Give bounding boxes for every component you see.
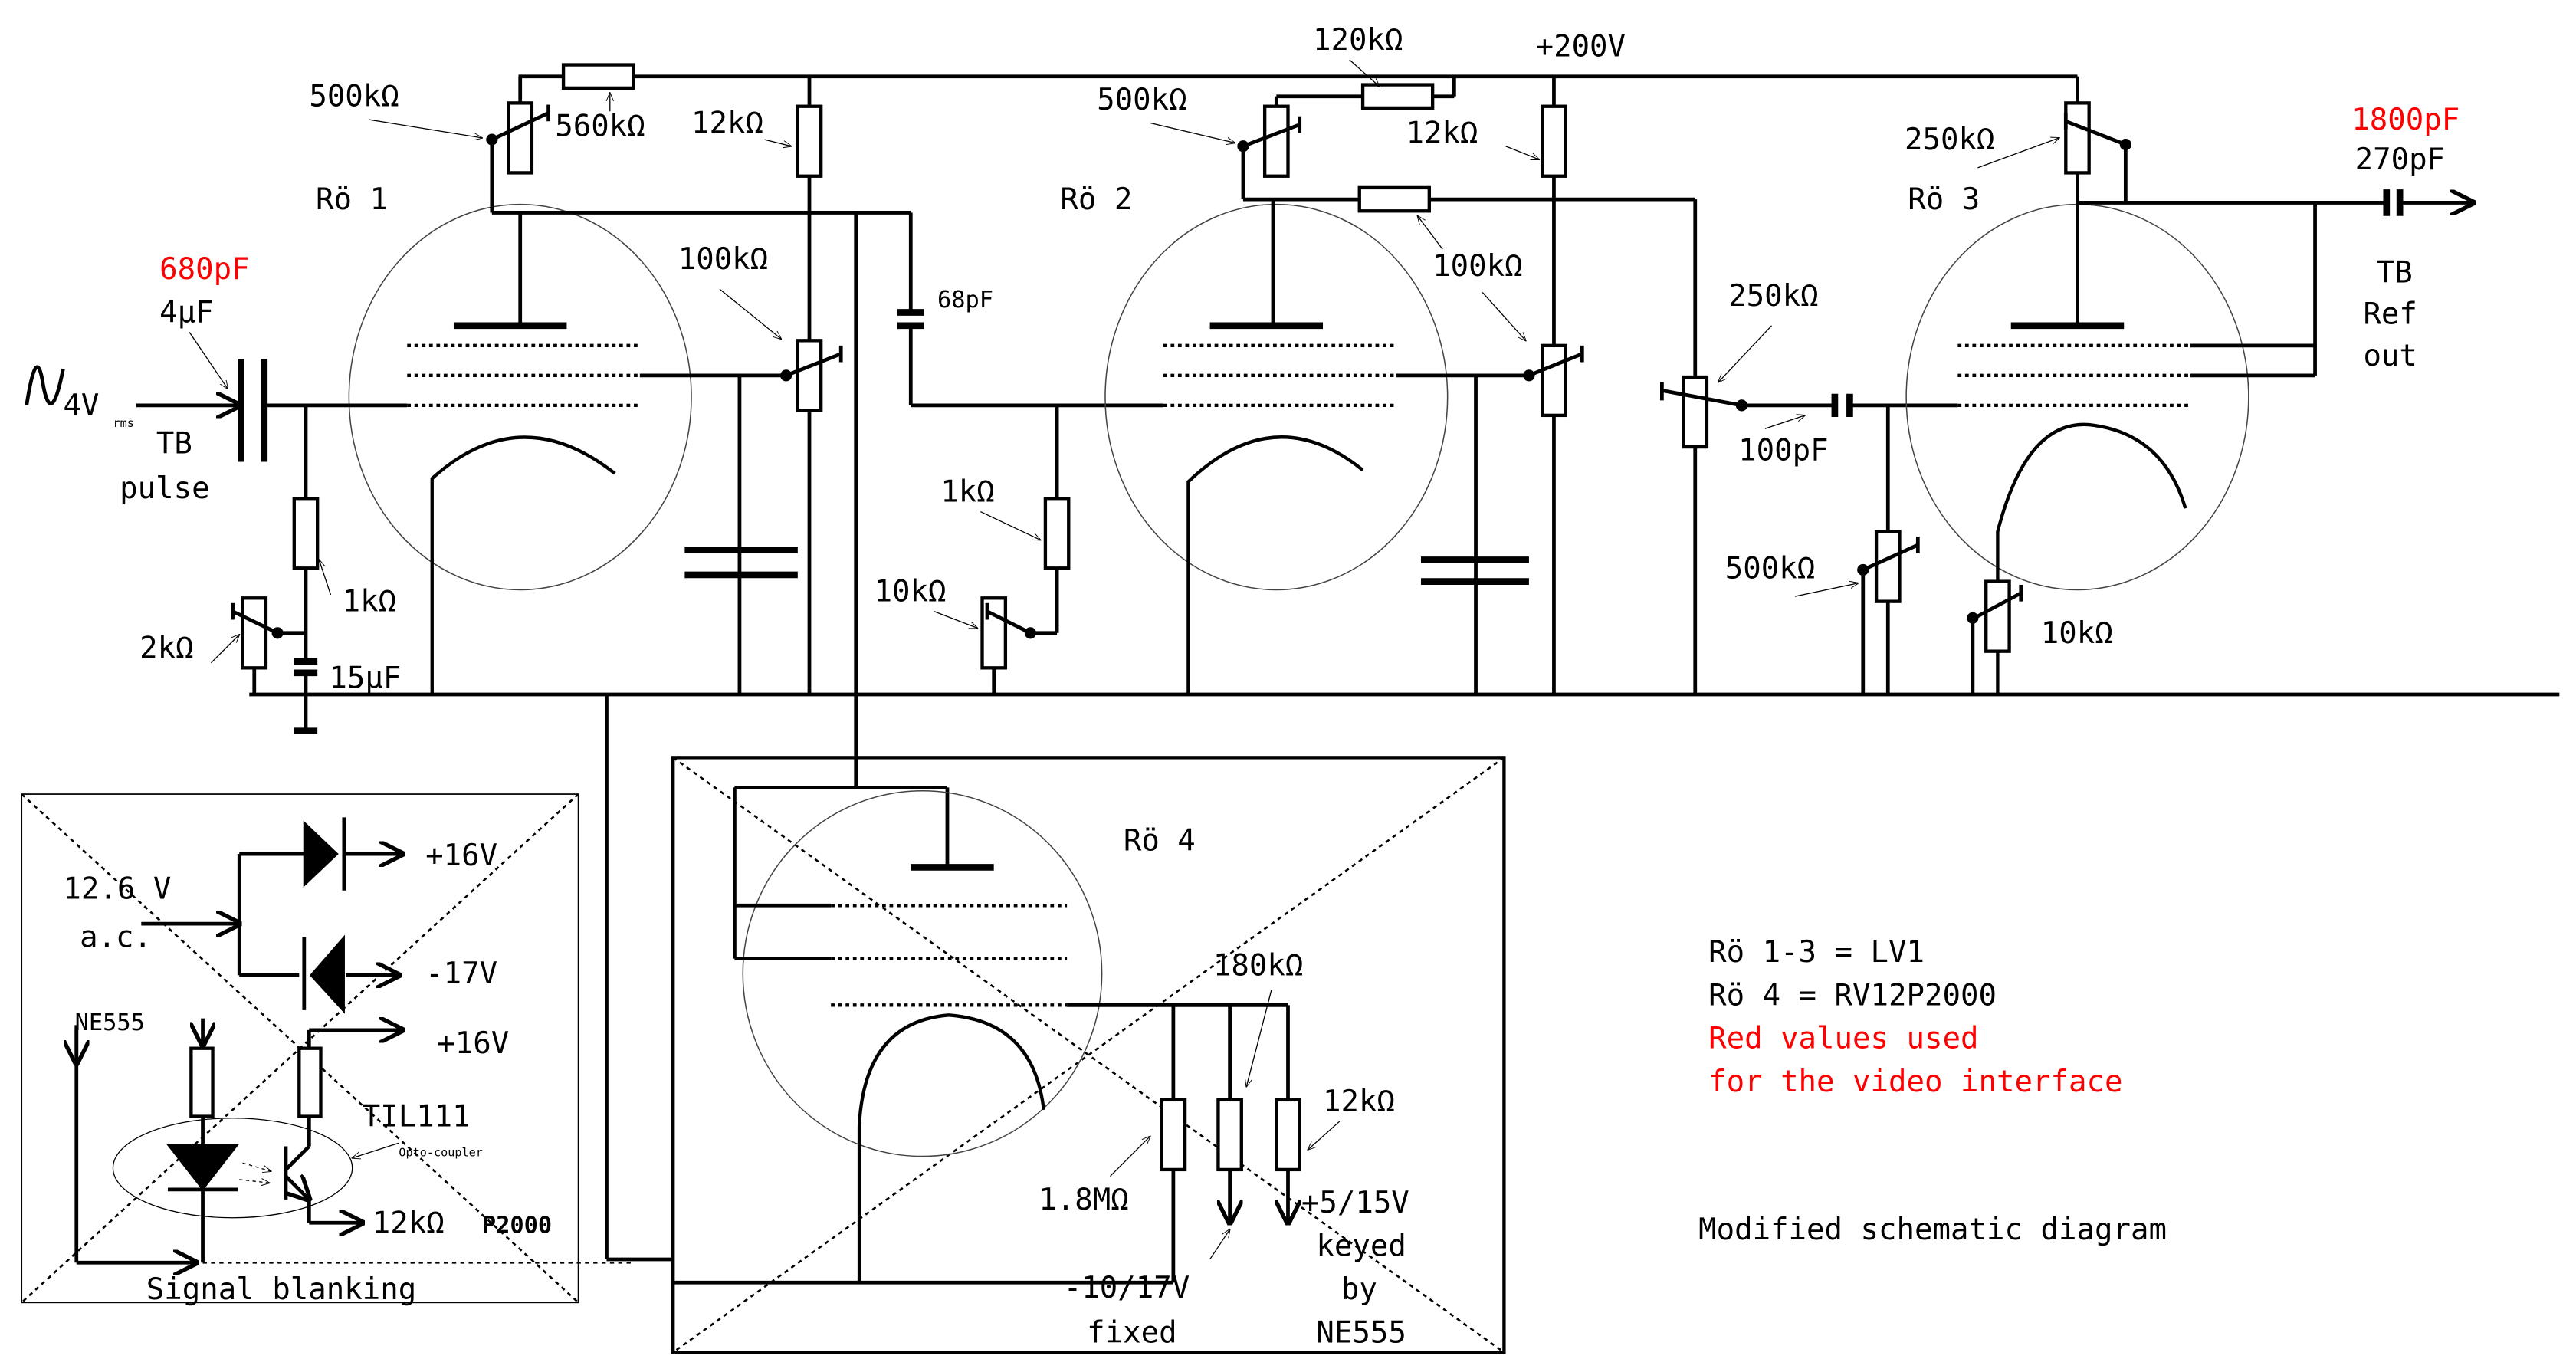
pos-rail-label: +16V [425, 839, 497, 873]
pot-100k-stage2 [1541, 343, 1567, 418]
output-12k-label: 12kΩ [372, 1206, 445, 1240]
pot-500k-stage3 [1874, 530, 1902, 603]
label-180k: 180kΩ [1213, 948, 1303, 983]
label-68pf: 68pF [937, 287, 993, 313]
output-cap-red-value: 1800pF [2351, 103, 2460, 137]
fixed-voltage-label: -10/17V [1064, 1271, 1190, 1305]
label-12k-stage2: 12kΩ [1406, 116, 1478, 150]
pot-2k [241, 596, 268, 670]
label-10k-stage3: 10kΩ [2041, 616, 2113, 651]
label-100pf: 100pF [1738, 433, 1828, 468]
note-tube-4: Rö 4 = RV12P2000 [1708, 978, 1997, 1013]
pos-rail-label-2: +16V [437, 1026, 509, 1061]
tube-1-label: Rö 1 [316, 182, 388, 217]
resistor-1k-stage2 [1043, 497, 1071, 570]
ac-input-label-2: a.c. [80, 920, 152, 954]
hv-supply-label: +200V [1536, 30, 1626, 64]
label-120k: 120kΩ [1313, 23, 1403, 57]
diode-negative-icon [310, 934, 345, 1014]
resistor-120k [1360, 83, 1435, 110]
keyed-ne555-label: NE555 [1316, 1315, 1406, 1350]
resistor-12k-stage2 [1541, 104, 1567, 178]
resistor-transistor [297, 1046, 323, 1118]
keyed-by-label: by [1341, 1272, 1377, 1307]
output-label-tb: TB [2377, 255, 2413, 290]
resistor-1k-stage1 [292, 497, 320, 570]
label-10k-stage2: 10kΩ [875, 575, 947, 609]
neg-rail-label: -17V [425, 957, 497, 991]
label-560k: 560kΩ [555, 110, 645, 144]
label-500k-stage2: 500kΩ [1097, 83, 1186, 117]
resistor-12k-stage4 [1275, 1098, 1301, 1172]
label-250k-input: 250kΩ [1728, 279, 1818, 313]
label-1-8m: 1.8MΩ [1039, 1183, 1128, 1217]
label-100k-stage1: 100kΩ [678, 242, 768, 277]
note-red-2: for the video interface [1708, 1065, 2122, 1099]
label-12k-stage1: 12kΩ [691, 106, 763, 140]
resistor-1-8m [1160, 1098, 1187, 1172]
label-100k-stage2: 100kΩ [1432, 249, 1522, 284]
output-label-out: out [2363, 339, 2417, 373]
label-15uf: 15µF [329, 661, 401, 695]
input-cap-red-value: 680pF [159, 252, 249, 287]
label-12k-stage4: 12kΩ [1323, 1085, 1395, 1119]
tube-4-box [671, 756, 1506, 1354]
fixed-label: fixed [1087, 1315, 1176, 1350]
label-250k-plate: 250kΩ [1905, 123, 1994, 157]
note-tubes-1-3: Rö 1-3 = LV1 [1708, 935, 1925, 970]
optocoupler-label: Opto-coupler [399, 1146, 483, 1160]
hv-rail [518, 74, 2079, 103]
keyed-voltage-label: +5/15V [1301, 1186, 1409, 1220]
input-cap-value: 4µF [159, 295, 213, 330]
ac-input-label: 12.6 V [63, 872, 171, 907]
tube-1 [348, 203, 692, 695]
label-2k: 2kΩ [139, 631, 193, 665]
pot-10k-stage3 [1984, 579, 2011, 653]
tube-4-label: Rö 4 [1124, 824, 1196, 858]
resistor-led [189, 1046, 215, 1118]
output-label-ref: Ref [2363, 297, 2417, 332]
diagram-title: Modified schematic diagram [1698, 1213, 2167, 1247]
output-p2000-label: P2000 [482, 1212, 552, 1239]
optocoupler-outline [112, 1118, 353, 1219]
tube-4 [734, 789, 1103, 1283]
pot-250k-plate [2064, 101, 2091, 175]
input-signal-sub: rms [113, 416, 133, 430]
label-1k-stage1: 1kΩ [343, 585, 396, 619]
tube-2-label: Rö 2 [1060, 182, 1132, 217]
keyed-label: keyed [1316, 1229, 1406, 1264]
pot-500k-stage1 [507, 101, 534, 175]
led-icon [166, 1144, 240, 1191]
sine-source-icon [25, 365, 65, 406]
input-label-tb: TB [156, 427, 192, 461]
resistor-12k-stage1 [796, 104, 823, 178]
til111-label: TIL111 [363, 1100, 471, 1134]
resistor-100k-stage2 [1357, 185, 1431, 213]
label-500k-stage1: 500kΩ [309, 80, 399, 114]
ne555-label: NE555 [75, 1009, 145, 1036]
output-cap-value: 270pF [2355, 143, 2445, 177]
input-signal-label: 4V [63, 389, 99, 423]
signal-blanking-title: Signal blanking [146, 1272, 416, 1307]
label-1k-stage2: 1kΩ [940, 475, 994, 510]
pot-500k-stage2 [1262, 104, 1290, 178]
resistor-560k [561, 63, 635, 90]
tube-2 [1104, 199, 1449, 695]
input-label-pulse: pulse [120, 471, 209, 506]
note-red-1: Red values used [1708, 1022, 1978, 1056]
pot-250k-input [1682, 375, 1709, 449]
tube-3-label: Rö 3 [1908, 182, 1980, 217]
label-500k-stage3: 500kΩ [1725, 551, 1815, 586]
pot-100k-stage1 [796, 339, 823, 412]
diode-positive-icon [303, 820, 339, 888]
resistor-180k [1216, 1098, 1243, 1172]
